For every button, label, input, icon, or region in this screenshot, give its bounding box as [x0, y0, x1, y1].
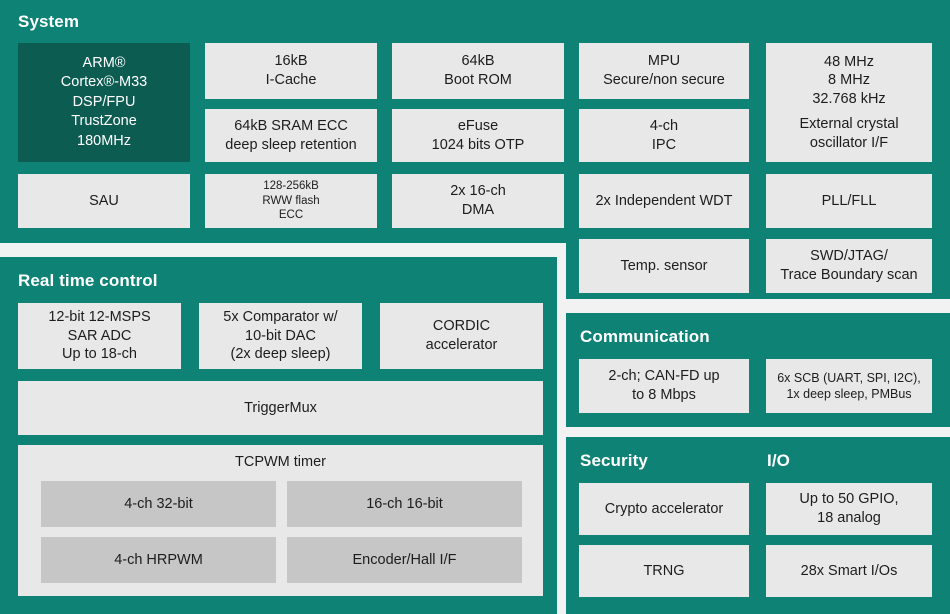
block-swd-jtag[interactable]: SWD/JTAG/Trace Boundary scan [766, 239, 932, 293]
block-swd-jtag-lines: SWD/JTAG/Trace Boundary scan [780, 248, 918, 283]
block-tcpwm-encoder-hall-lines: Encoder/Hall I/F [352, 551, 457, 568]
block-smart-io-lines: 28x Smart I/Os [800, 562, 898, 579]
block-trng[interactable]: TRNG [579, 545, 749, 597]
block-tcpwm-4ch-32bit-lines: 4-ch 32-bit [124, 495, 193, 512]
panel-communication-title: Communication [580, 327, 710, 346]
block-comparator[interactable]: 5x Comparator w/10-bit DAC(2x deep sleep… [199, 303, 362, 369]
block-sau[interactable]: SAU [18, 174, 190, 228]
block-crypto-accelerator-lines: Crypto accelerator [604, 500, 724, 517]
block-trng-lines: TRNG [643, 562, 685, 579]
panel-io-title: I/O [767, 451, 790, 470]
panel-realtime-title: Real time control [18, 271, 158, 290]
block-tcpwm-4ch-hrpwm[interactable]: 4-ch HRPWM [41, 537, 276, 583]
block-tcpwm-timer-label: TCPWM timer [234, 454, 326, 470]
block-wdt-lines: 2x Independent WDT [595, 192, 733, 209]
block-scb-lines: 6x SCB (UART, SPI, I2C),1x deep sleep, P… [777, 371, 921, 401]
block-triggermux[interactable]: TriggerMux [18, 381, 543, 435]
block-sau-lines: SAU [89, 192, 119, 209]
block-tcpwm-16ch-16bit-lines: 16-ch 16-bit [366, 495, 443, 512]
block-temp-sensor-lines: Temp. sensor [620, 257, 708, 274]
block-tcpwm-4ch-hrpwm-lines: 4-ch HRPWM [114, 551, 203, 568]
block-pll-lines: PLL/FLL [821, 192, 877, 209]
block-tcpwm-encoder-hall[interactable]: Encoder/Hall I/F [287, 537, 522, 583]
block-gpio-lines: Up to 50 GPIO,18 analog [799, 491, 899, 526]
block-tcpwm-16ch-16bit[interactable]: 16-ch 16-bit [287, 481, 522, 527]
panel-system-title: System [18, 12, 80, 31]
block-triggermux-lines: TriggerMux [244, 399, 317, 416]
block-tcpwm-4ch-32bit[interactable]: 4-ch 32-bit [41, 481, 276, 527]
block-scb[interactable]: 6x SCB (UART, SPI, I2C),1x deep sleep, P… [766, 359, 932, 413]
block-pll[interactable]: PLL/FLL [766, 174, 932, 228]
block-comparator-lines: 5x Comparator w/10-bit DAC(2x deep sleep… [223, 309, 338, 363]
block-temp-sensor[interactable]: Temp. sensor [579, 239, 749, 293]
block-crypto-accelerator[interactable]: Crypto accelerator [579, 483, 749, 535]
block-gpio[interactable]: Up to 50 GPIO,18 analog [766, 483, 932, 535]
panel-security-title: Security [580, 451, 648, 470]
block-wdt[interactable]: 2x Independent WDT [579, 174, 749, 228]
block-smart-io[interactable]: 28x Smart I/Os [766, 545, 932, 597]
